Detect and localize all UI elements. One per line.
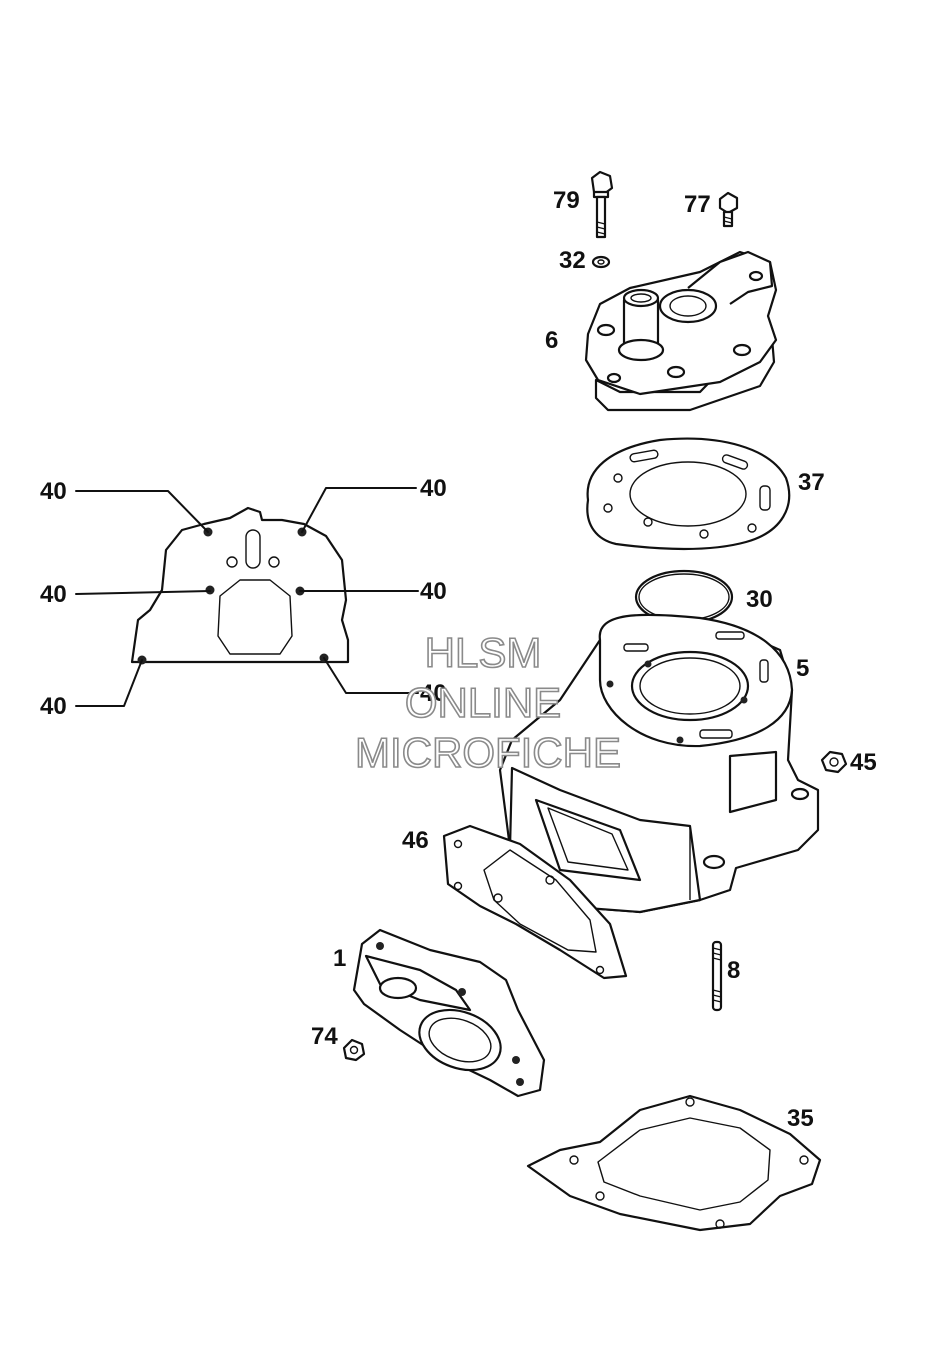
callout-35: 35 (787, 1105, 814, 1132)
stud-8-drawing (711, 940, 723, 1012)
o-ring-30-drawing (634, 569, 734, 625)
base-gasket-35-drawing (526, 1094, 822, 1232)
bolt-77-drawing (718, 191, 739, 228)
callout-30: 30 (746, 586, 773, 613)
callout-77: 77 (684, 191, 711, 218)
bolt-79-drawing (590, 170, 614, 239)
nut-45-drawing (820, 750, 848, 774)
gasket-40-outline-drawing (130, 506, 350, 665)
washer-32-drawing (591, 255, 611, 269)
callout-74: 74 (311, 1023, 338, 1050)
nut-74-drawing (342, 1038, 366, 1062)
callout-40-mid-left: 40 (40, 581, 67, 608)
callout-40-top-right: 40 (420, 475, 447, 502)
leader-lines-40 (75, 487, 419, 707)
callout-6: 6 (545, 327, 558, 354)
watermark-line-2: ONLINE (405, 679, 561, 726)
watermark: HLSM ONLINE MICROFICHE (354, 628, 622, 777)
cylinder-head-6-drawing (584, 250, 778, 412)
intake-flange-1-drawing (352, 928, 546, 1098)
callout-40-bot-left: 40 (40, 693, 67, 720)
callout-5: 5 (796, 655, 809, 682)
intake-gasket-46-drawing (442, 824, 628, 980)
callout-32: 32 (559, 247, 586, 274)
watermark-line-1: HLSM (425, 629, 542, 676)
callout-37: 37 (798, 469, 825, 496)
callout-46: 46 (402, 827, 429, 854)
callout-79: 79 (553, 187, 580, 214)
callout-8: 8 (727, 957, 740, 984)
callout-45: 45 (850, 749, 877, 776)
watermark-line-3: MICROFICHE (355, 729, 621, 776)
head-gasket-37-drawing (586, 437, 791, 551)
callout-40-top-left: 40 (40, 478, 67, 505)
callout-40-mid-right: 40 (420, 578, 447, 605)
callout-1: 1 (333, 945, 346, 972)
callout-40-bot-right: 40 (420, 680, 447, 707)
